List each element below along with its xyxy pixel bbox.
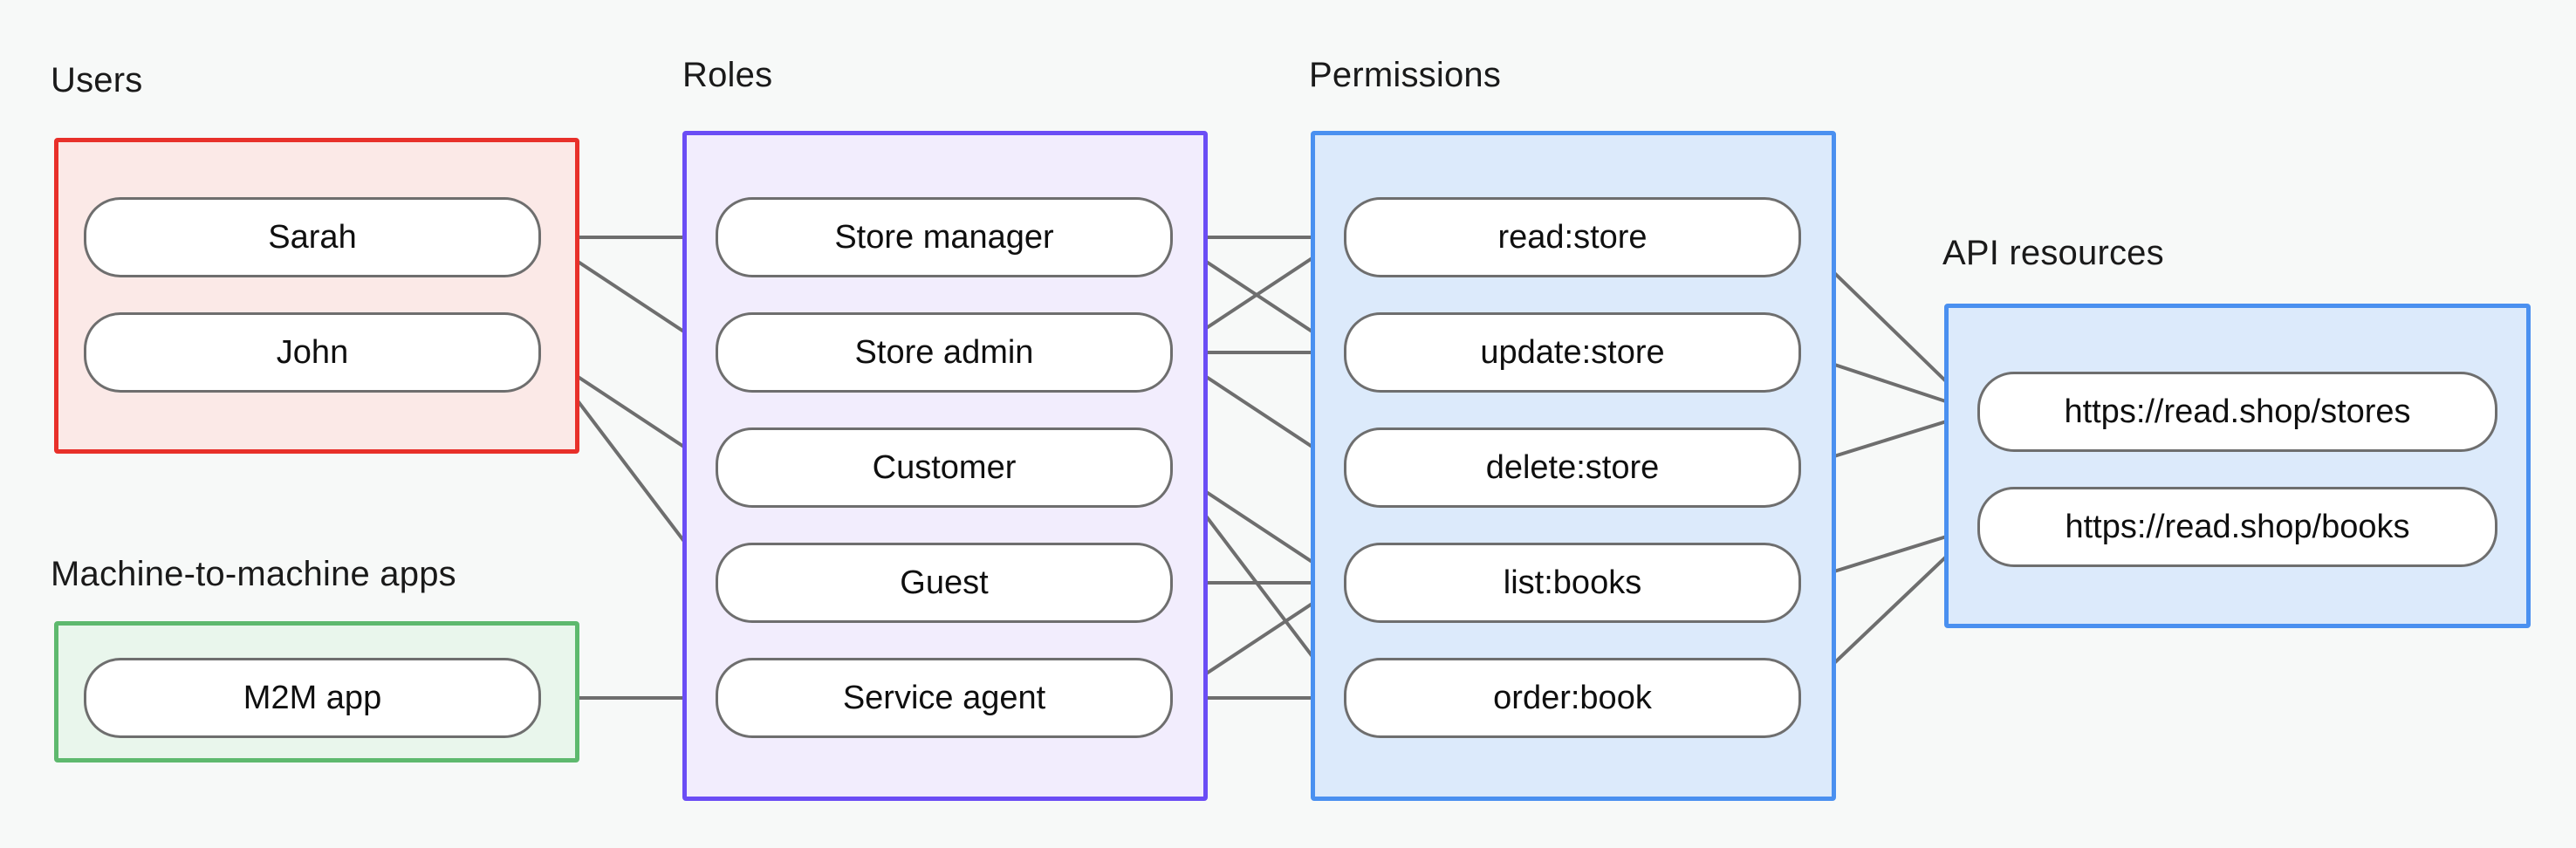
group-label-api-resources: API resources xyxy=(1942,234,2164,272)
node-label: read:store xyxy=(1497,218,1648,256)
group-label-m2m: Machine-to-machine apps xyxy=(51,555,456,593)
node-api-resource-books[interactable]: https://read.shop/books xyxy=(1977,487,2497,567)
group-box-api-resources xyxy=(1944,304,2531,628)
node-api-resource-stores[interactable]: https://read.shop/stores xyxy=(1977,372,2497,452)
node-permission-read-store[interactable]: read:store xyxy=(1344,197,1801,277)
node-label: https://read.shop/stores xyxy=(2064,393,2411,430)
node-label: order:book xyxy=(1493,679,1652,716)
node-permission-list-books[interactable]: list:books xyxy=(1344,543,1801,623)
node-label: John xyxy=(276,333,349,371)
node-label: Guest xyxy=(900,564,989,601)
node-label: Store manager xyxy=(834,218,1054,256)
node-user-john[interactable]: John xyxy=(84,312,541,393)
node-permission-delete-store[interactable]: delete:store xyxy=(1344,427,1801,508)
node-label: list:books xyxy=(1503,564,1642,601)
group-label-roles: Roles xyxy=(682,56,773,94)
node-label: Sarah xyxy=(268,218,357,256)
node-user-sarah[interactable]: Sarah xyxy=(84,197,541,277)
group-box-users xyxy=(54,138,579,454)
group-label-users: Users xyxy=(51,61,143,99)
node-role-guest[interactable]: Guest xyxy=(716,543,1173,623)
node-label: Service agent xyxy=(842,679,1046,716)
node-permission-update-store[interactable]: update:store xyxy=(1344,312,1801,393)
node-label: Customer xyxy=(872,448,1017,486)
node-label: delete:store xyxy=(1485,448,1660,486)
node-permission-order-book[interactable]: order:book xyxy=(1344,658,1801,738)
node-label: update:store xyxy=(1480,333,1665,371)
node-role-store-manager[interactable]: Store manager xyxy=(716,197,1173,277)
node-role-service-agent[interactable]: Service agent xyxy=(716,658,1173,738)
node-m2m-app[interactable]: M2M app xyxy=(84,658,541,738)
group-label-permissions: Permissions xyxy=(1309,56,1502,94)
node-label: M2M app xyxy=(243,679,382,716)
node-label: Store admin xyxy=(854,333,1034,371)
node-role-customer[interactable]: Customer xyxy=(716,427,1173,508)
node-label: https://read.shop/books xyxy=(2065,508,2410,545)
node-role-store-admin[interactable]: Store admin xyxy=(716,312,1173,393)
